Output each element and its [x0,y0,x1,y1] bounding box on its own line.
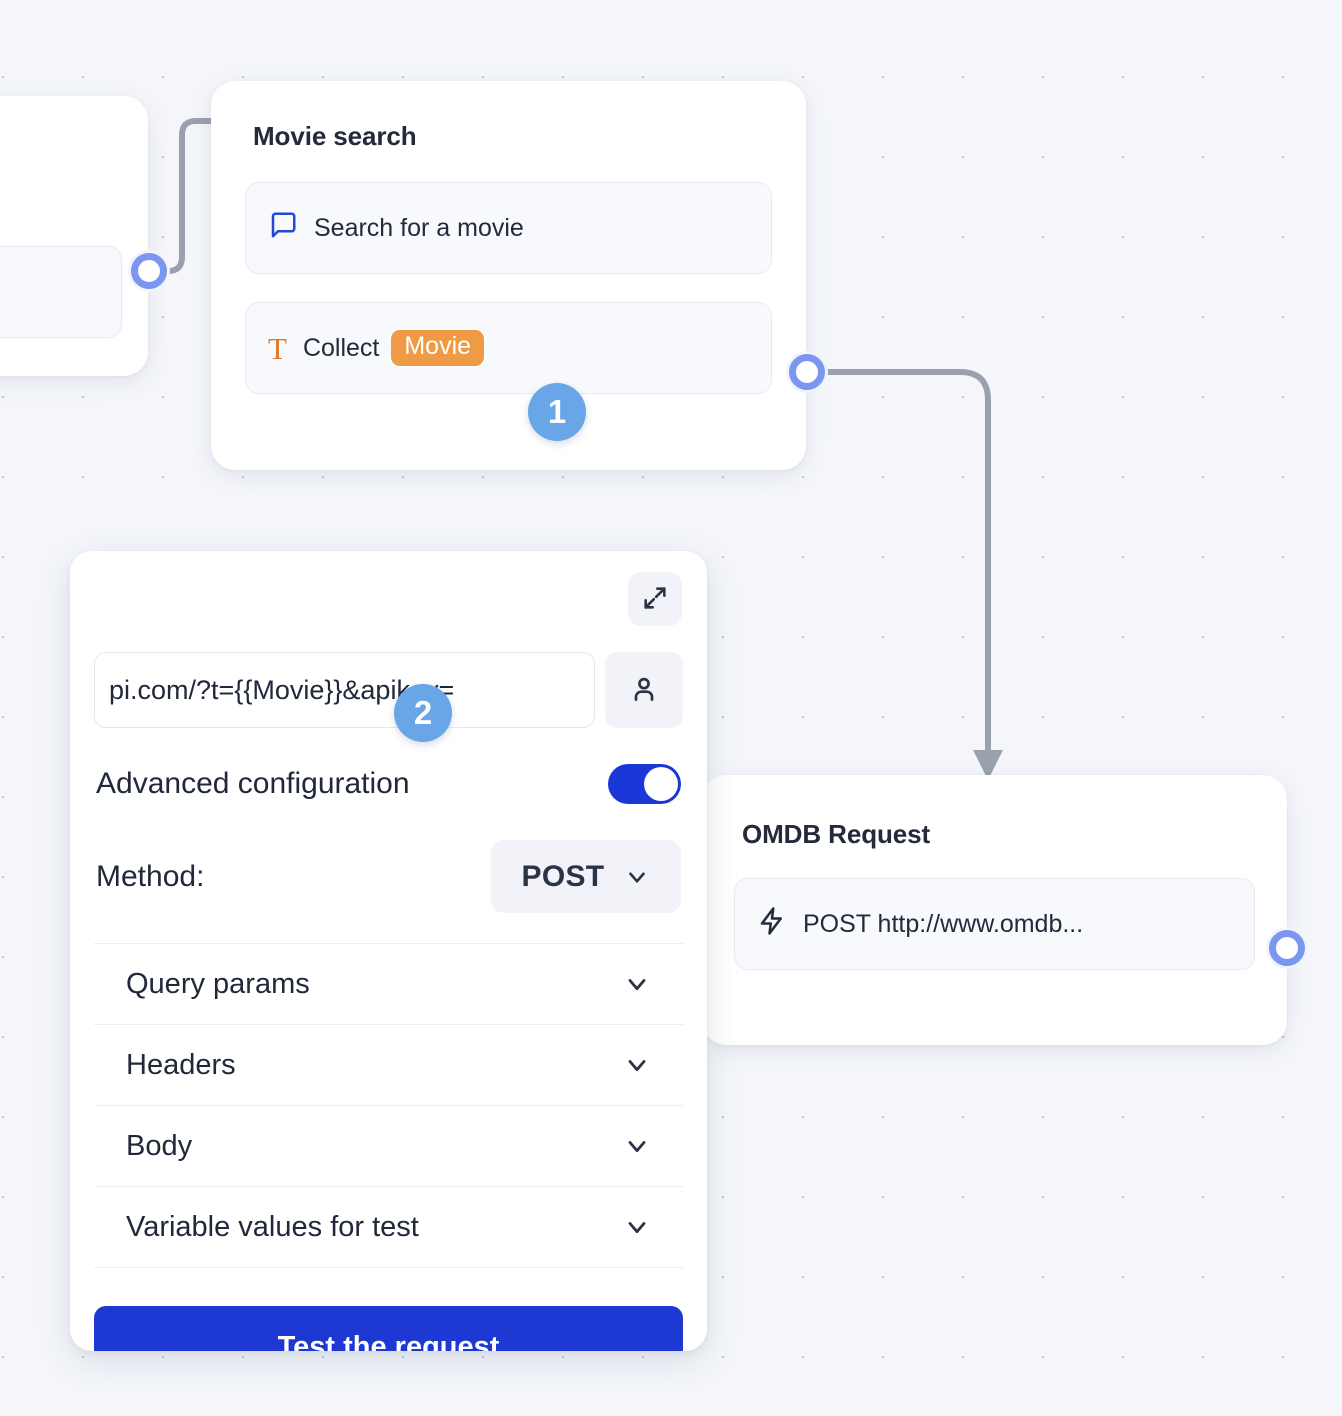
chevron-down-icon [623,1132,651,1160]
node-row-label: Collect [303,334,379,363]
connector-path-movie-to-omdb [818,372,988,752]
method-label: Method: [96,860,204,894]
chevron-down-icon [623,970,651,998]
accordion-label: Headers [126,1049,236,1082]
lightning-bolt-icon [757,905,787,944]
accordion-item-body[interactable]: Body [94,1106,683,1187]
advanced-configuration-row: Advanced configuration [94,764,683,804]
advanced-configuration-toggle[interactable] [608,764,681,804]
url-row [94,652,683,728]
accordion-label: Body [126,1130,192,1163]
text-type-icon: T [268,333,287,364]
accordion-item-variable-values-for-test[interactable]: Variable values for test [94,1187,683,1268]
node-port-movie-search-output[interactable] [786,351,828,393]
node-title: OMDB Request [742,819,1255,850]
node-title: Movie search [253,121,772,152]
accordion-item-headers[interactable]: Headers [94,1025,683,1106]
request-config-panel: Advanced configuration Method: POST Quer… [70,551,707,1351]
accordion-label: Query params [126,968,310,1001]
node-port-left-output[interactable] [128,250,170,292]
chevron-down-icon [624,864,650,890]
accordion-item-query-params[interactable]: Query params [94,944,683,1025]
node-row-post-request[interactable]: POST http://www.omdb... [734,878,1255,970]
advanced-configuration-label: Advanced configuration [96,767,410,801]
method-select[interactable]: POST [491,840,681,913]
user-icon [628,673,660,708]
variable-chip-movie[interactable]: Movie [391,330,484,366]
chevron-down-icon [623,1213,651,1241]
workflow-node-movie-search[interactable]: Movie search Search for a movie T Collec… [211,81,806,470]
method-row: Method: POST [94,840,683,944]
workflow-node-partial-left[interactable] [0,96,148,376]
accordion-label: Variable values for test [126,1211,419,1244]
expand-diagonal-icon-button[interactable] [628,572,682,626]
method-value: POST [522,860,605,894]
message-bubble-icon [268,210,298,247]
request-url-input[interactable] [94,652,595,728]
node-row-collect-movie[interactable]: T Collect Movie [245,302,772,394]
step-badge-2: 2 [394,684,452,742]
node-port-omdb-output[interactable] [1266,927,1308,969]
node-row-label: POST http://www.omdb... [803,910,1083,939]
test-the-request-button[interactable]: Test the request [94,1306,683,1351]
node-row-label: Search for a movie [314,214,524,243]
node-row-search-for-a-movie[interactable]: Search for a movie [245,182,772,274]
panel-toolbar [94,551,683,626]
node-row[interactable] [0,246,122,338]
chevron-down-icon [623,1051,651,1079]
step-badge-1: 1 [528,383,586,441]
user-icon-button[interactable] [605,652,683,728]
expand-diagonal-icon [641,584,669,615]
workflow-node-omdb-request[interactable]: OMDB Request POST http://www.omdb... [702,775,1287,1045]
